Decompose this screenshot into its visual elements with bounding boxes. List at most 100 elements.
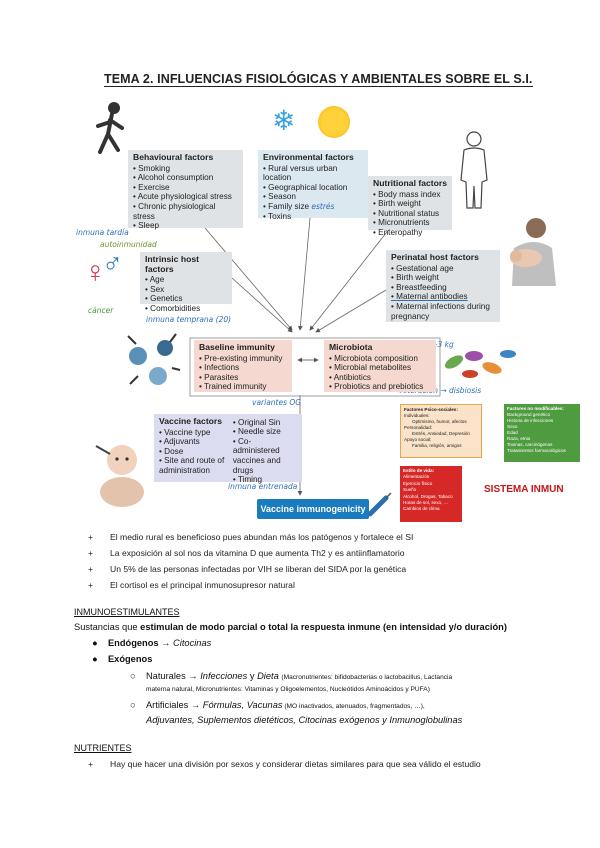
perinatal-header: Perinatal host factors xyxy=(391,252,479,262)
section-heading-inmunoestimulantes: INMUNOESTIMULANTES xyxy=(74,607,180,617)
environmental-item: Geographical location xyxy=(263,183,363,193)
artificiales-formulas: Fórmulas, Vacunas xyxy=(202,700,283,710)
breastfeeding-illustration xyxy=(510,218,556,286)
behavioural-item: Acute physiological stress xyxy=(133,192,238,202)
artificiales-detail: (MO inactivados, atenuados, fragmentados… xyxy=(282,703,425,710)
exogenos-label: Exógenos xyxy=(107,654,153,664)
microbiota-item: Microbial metabolites xyxy=(329,363,431,373)
environmental-factors-box: Environmental factors Rural versus urban… xyxy=(258,150,368,221)
estilo-header: Estilo de vida: xyxy=(403,468,435,473)
behavioural-header: Behavioural factors xyxy=(133,152,214,162)
microbiota-item: Microbiota composition xyxy=(329,354,431,364)
microbiota-item: Antibiotics xyxy=(329,373,431,383)
vaccine-header: Vaccine factors xyxy=(159,416,223,426)
estilo-item: Alcohol, Drogas, Tabaco xyxy=(403,493,453,499)
bacteria-icon xyxy=(444,350,516,378)
baseline-immunity-box: Baseline immunity Pre-existing immunity … xyxy=(194,340,292,392)
vaccine-item: Needle size xyxy=(233,427,297,437)
definition-lead: Sustancias que xyxy=(74,622,141,632)
baseline-item: Pre-existing immunity xyxy=(199,354,287,364)
environmental-item: Toxins xyxy=(263,212,363,222)
list-item-exogenos: ● Exógenos xyxy=(92,654,153,664)
nutritional-item: Nutritional status xyxy=(373,209,447,219)
vaccine-item: Co-administered vaccines and drugs xyxy=(233,437,297,475)
perinatal-item: Maternal infections during pregnancy xyxy=(391,302,495,321)
handnote-inmuna-tardia: inmuna tardía xyxy=(76,228,129,237)
perinatal-item: Birth weight xyxy=(391,273,495,283)
handnote-kg: 1-3 kg xyxy=(430,340,454,349)
perinatal-item: Gestational age xyxy=(391,264,495,274)
bullet-marker: + xyxy=(88,532,94,542)
psico-item: Optimismo, humor, afectos xyxy=(412,419,467,424)
psico-item: Personalidad: xyxy=(404,425,433,430)
vaccine-item: Dose xyxy=(159,447,229,457)
sistema-inmune-label: SISTEMA INMUN xyxy=(484,484,564,495)
bullet-marker: + xyxy=(88,564,94,574)
runner-icon xyxy=(96,102,124,154)
microbiota-header: Microbiota xyxy=(329,342,373,352)
bullet-text: El medio rural es beneficioso pues abund… xyxy=(110,532,414,542)
definition-bold: estimulan de modo parcial o total la res… xyxy=(140,622,507,632)
bullet-text: Hay que hacer una división por sexos y c… xyxy=(110,759,481,769)
baseline-item: Infections xyxy=(199,363,287,373)
psico-item: Individuales: xyxy=(404,413,430,418)
microbiota-box: Microbiota Microbiota composition Microb… xyxy=(324,340,436,392)
intrinsic-header: Intrinsic host factors xyxy=(145,254,199,274)
estilo-item: Sueño xyxy=(403,487,417,493)
vaccine-item: Site and route of administration xyxy=(159,456,229,475)
vaccine-item: Timing xyxy=(233,475,297,485)
nomod-item: Background genético xyxy=(507,412,551,417)
nutritional-item: Birth weight xyxy=(373,199,447,209)
bullet-marker: + xyxy=(88,548,94,558)
artificiales-label: Artificiales → xyxy=(145,700,203,710)
baseline-item: Trained immunity xyxy=(199,382,287,392)
perinatal-factors-box: Perinatal host factors Gestational age B… xyxy=(386,250,500,322)
list-item-artificiales: ○ Artificiales → Fórmulas, Vacunas (MO i… xyxy=(130,700,425,710)
artificiales-line2: Adjuvantes, Suplementos dietéticos, Cito… xyxy=(146,715,463,725)
bullet-text: La exposición al sol nos da vitamina D q… xyxy=(110,548,405,558)
baby-illustration xyxy=(95,445,144,507)
nomod-item: Historia de infecciones xyxy=(507,418,554,423)
environmental-family-size: Family size xyxy=(268,201,310,211)
handnote-cancer: cáncer xyxy=(88,306,114,315)
naturales-label: Naturales → xyxy=(145,671,201,681)
environmental-item: Season xyxy=(263,192,363,202)
bullet-marker: + xyxy=(88,759,94,769)
vaccine-immunogenicity-label: Vaccine immunogenicity xyxy=(257,499,369,519)
behavioural-item: Chronic physiological stress xyxy=(133,202,238,221)
handnote-autoinmunidad: autoinmunidad xyxy=(100,240,157,249)
handnote-alteracion: Alteración → disbiosis xyxy=(400,386,482,395)
nutritional-item: Body mass index xyxy=(373,190,447,200)
behavioural-factors-box: Behavioural factors Smoking Alcohol cons… xyxy=(128,150,243,230)
nomod-box: Factores no modificables: Background gen… xyxy=(504,404,580,462)
handnote-estres: estrés xyxy=(311,201,335,211)
nomod-item: Raza, etnia xyxy=(507,436,531,441)
intrinsic-item: Comorbidities xyxy=(145,304,227,314)
nutritional-item: Micronutrients xyxy=(373,218,447,228)
syringe-icon xyxy=(367,492,392,517)
intrinsic-item: Age xyxy=(145,275,227,285)
psico-box: Factores Psico-sociales: Individuales: O… xyxy=(400,404,482,458)
endogenos-arrow: → xyxy=(158,638,174,648)
nomod-item: Toxinas, carcinógenos xyxy=(507,442,553,447)
nomod-item: Sexo xyxy=(507,424,518,429)
environmental-item: Rural versus urban location xyxy=(263,164,363,183)
behavioural-item: Alcohol consumption xyxy=(133,173,238,183)
nutritional-factors-box: Nutritional factors Body mass index Birt… xyxy=(368,176,452,237)
nutritional-header: Nutritional factors xyxy=(373,178,448,188)
estilo-item: Alimentación xyxy=(403,474,430,480)
microbiota-item: Probiotics and prebiotics xyxy=(329,382,431,392)
baseline-item: Parasites xyxy=(199,373,287,383)
handnote-inmuna-temprana: inmuna temprana (20) xyxy=(146,315,232,324)
intrinsic-item: Sex xyxy=(145,285,227,295)
factors-panel: Factores Psico-sociales: Individuales: O… xyxy=(400,404,584,522)
baseline-header: Baseline immunity xyxy=(199,342,275,352)
sun-icon xyxy=(318,106,350,138)
environmental-header: Environmental factors xyxy=(263,152,354,162)
body-silhouette-icon xyxy=(460,131,488,209)
nutritional-item: Enteropathy xyxy=(373,228,447,238)
nomod-item: Edad xyxy=(507,430,518,435)
psico-item: Apoyo social: xyxy=(404,437,432,442)
estilo-item: Horas de sol, sexo, … xyxy=(403,500,449,506)
estilo-item: Ejercicio físico xyxy=(403,480,433,486)
